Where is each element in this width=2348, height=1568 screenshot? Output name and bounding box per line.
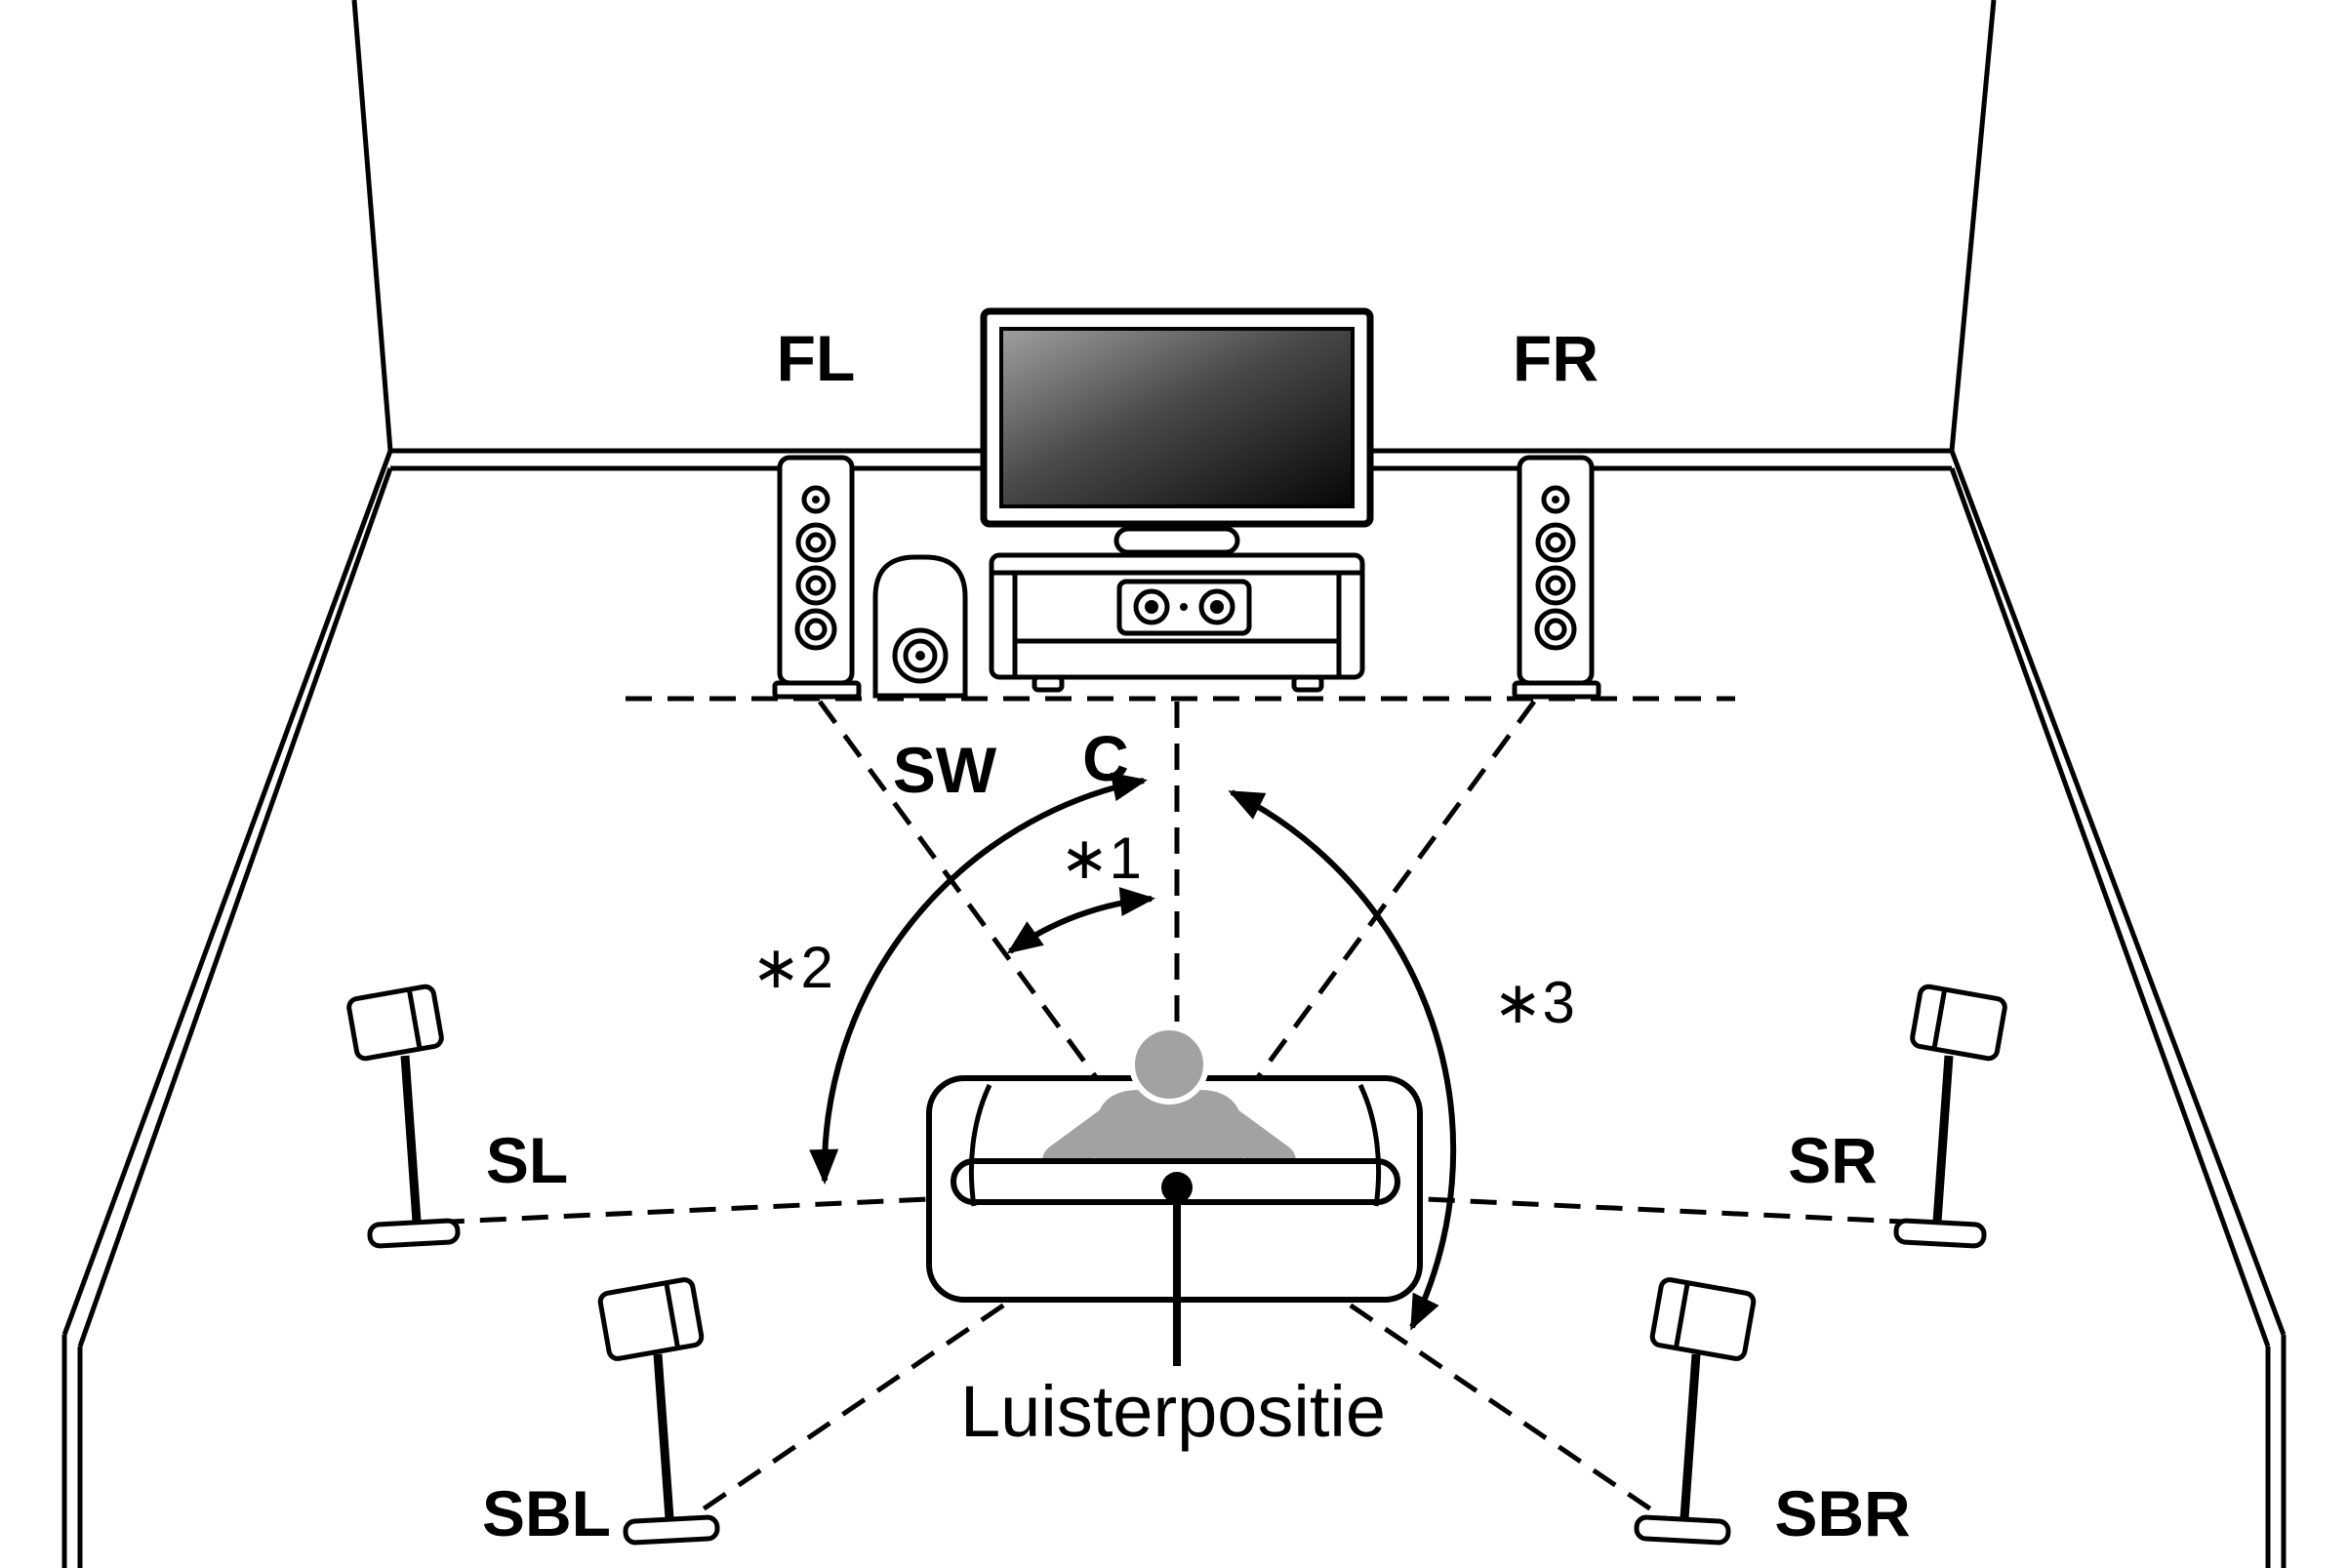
sw-driver-ring [903, 638, 938, 673]
center-speaker [1116, 579, 1252, 636]
sl-box [346, 984, 444, 1062]
sbl-stand-pole [653, 1353, 674, 1519]
labels: FL FR SW C ∗1 ∗2 ∗3 SL SR SBL SBR Luiste… [482, 322, 1911, 1549]
sr-stand-pole [1932, 1055, 1954, 1223]
label-center: C [1082, 722, 1129, 794]
surround-right-axis-line [1176, 1185, 1904, 1225]
surround-left-speaker [346, 984, 461, 1249]
sbr-stand-pole [1680, 1353, 1701, 1519]
sbr-box [1649, 1277, 1757, 1361]
fr-woofer-1-cap [1545, 532, 1566, 553]
sr-stand-base [1893, 1218, 1987, 1249]
sl-stand-pole [400, 1055, 422, 1223]
fr-woofer-2-cap [1545, 575, 1566, 596]
sl-stand-base [367, 1218, 461, 1249]
label-note-1: ∗1 [1060, 825, 1142, 891]
fr-woofer-3 [1534, 608, 1577, 651]
surround-right-speaker [1893, 984, 2007, 1249]
listening-position-dot [1161, 1172, 1193, 1203]
sbl-box [597, 1277, 705, 1361]
sw-driver [892, 627, 949, 684]
cabinet-foot-right [1291, 674, 1324, 693]
center-speaker-driver-left-cap [1145, 600, 1158, 614]
label-surround-left: SL [486, 1124, 568, 1196]
sbr-stand-base [1634, 1514, 1731, 1546]
left-wall-baseboard-top [61, 450, 393, 1336]
tv-cabinet [989, 552, 1365, 693]
tv-screen [999, 327, 1355, 508]
label-note-2: ∗2 [751, 935, 833, 1000]
fl-woofer-3-cap [804, 618, 828, 641]
cabinet-foot-left [1032, 674, 1065, 693]
sr-box-seam [1931, 990, 1947, 1048]
left-wall-baseboard-bottom [77, 467, 393, 1347]
fr-woofer-1 [1535, 522, 1576, 563]
angle-arcs [809, 772, 1457, 1331]
right-wall-baseboard-bottom [1949, 467, 2271, 1347]
label-subwoofer: SW [893, 734, 997, 806]
fl-woofer-2 [795, 565, 836, 606]
listening-position [1161, 1172, 1193, 1366]
sbr-box-seam [1674, 1284, 1690, 1347]
label-surround-back-left: SBL [482, 1477, 611, 1549]
fr-woofer-3-cap [1544, 618, 1567, 641]
left-ceiling-corner [351, 0, 393, 452]
surround-back-right-speaker [1634, 1277, 1757, 1546]
fr-woofer-2 [1535, 565, 1576, 606]
label-surround-right: SR [1788, 1124, 1878, 1196]
label-front-right: FR [1513, 322, 1599, 394]
right-wall-baseboard-top [1949, 450, 2287, 1336]
center-speaker-driver-left [1133, 588, 1170, 625]
label-note-3: ∗3 [1493, 970, 1575, 1035]
angle-arc-1 [1006, 887, 1155, 954]
fr-tweeter-dot [1552, 496, 1559, 503]
person-head [1129, 1025, 1209, 1105]
sw-driver-cap [915, 651, 925, 661]
label-front-left: FL [777, 322, 856, 394]
fl-tweeter-dot [812, 496, 820, 503]
right-ceiling-corner [1949, 0, 1997, 452]
fl-woofer-1-cap [805, 532, 827, 553]
tv-stand-base [1113, 526, 1240, 555]
sl-box-seam [407, 990, 423, 1048]
tv [980, 307, 1374, 555]
fl-woofer-1 [795, 522, 836, 563]
fr-tweeter [1541, 485, 1570, 514]
fl-tweeter [801, 485, 830, 514]
angle-arc-3 [1228, 789, 1457, 1331]
surround-back-left-speaker [597, 1277, 720, 1546]
front-left-speaker [772, 455, 862, 700]
label-surround-back-right: SBR [1774, 1477, 1910, 1549]
front-right-speaker [1512, 455, 1601, 700]
center-speaker-tweeter [1180, 603, 1188, 611]
center-speaker-driver-right-cap [1210, 600, 1224, 614]
fl-woofer-3 [794, 608, 837, 651]
sr-box [1910, 984, 2007, 1062]
fl-woofer-2-cap [805, 575, 827, 596]
surround-left-axis-line [450, 1185, 1178, 1225]
subwoofer [872, 554, 968, 699]
sw-body [872, 554, 968, 699]
room-outline [61, 0, 2287, 1568]
label-listening-position: Luisterpositie [960, 1371, 1386, 1452]
sbl-stand-base [623, 1514, 720, 1546]
angle-arc-2 [809, 772, 1148, 1185]
center-speaker-driver-right [1198, 588, 1235, 625]
sbl-box-seam [664, 1284, 680, 1347]
